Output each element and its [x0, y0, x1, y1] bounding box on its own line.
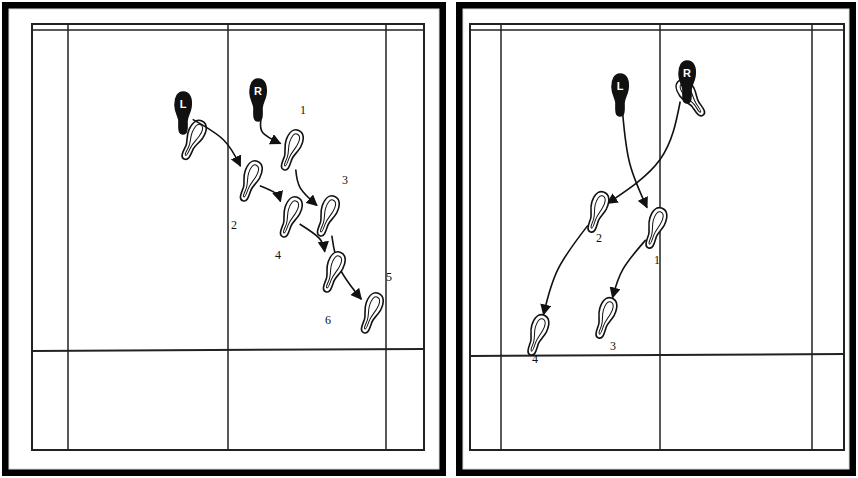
- step-number: 2: [231, 219, 237, 231]
- footprint: R: [677, 60, 697, 104]
- footprint-shape: [280, 195, 300, 239]
- step-arrow: [260, 186, 281, 202]
- footprint: 4: [527, 313, 547, 357]
- footprint-shape: [240, 159, 260, 203]
- court-line: [811, 24, 813, 450]
- court-line: [470, 354, 844, 356]
- footprint: 4: [280, 195, 300, 239]
- footprint-shape: [317, 194, 337, 238]
- foot-letter: L: [180, 99, 187, 110]
- footprint: L: [610, 73, 630, 117]
- foot-letter: L: [617, 81, 624, 92]
- court-outline: [32, 24, 424, 450]
- footprint: 3: [317, 194, 337, 238]
- step-number: 1: [654, 254, 660, 266]
- step-number: 4: [275, 249, 281, 261]
- footprint: 6: [323, 250, 343, 294]
- step-number: 5: [386, 271, 392, 283]
- court-line: [227, 24, 229, 450]
- step-arrow: [193, 119, 241, 166]
- panel-frame: [2, 2, 446, 476]
- step-number: 4: [532, 353, 538, 365]
- footprint: 2: [240, 159, 260, 203]
- foot-letter: R: [254, 86, 262, 97]
- foot-letter: R: [683, 68, 691, 79]
- footprint-shape: [527, 313, 547, 357]
- step-arrow: [613, 240, 646, 298]
- footprint: 3: [595, 296, 615, 340]
- court-line: [500, 24, 502, 450]
- court-line: [32, 349, 424, 351]
- footprint: 1: [645, 206, 665, 250]
- footprint-shape: [645, 206, 665, 250]
- footprint: L: [173, 91, 193, 135]
- step-arrow: [260, 120, 280, 144]
- step-number: 3: [342, 174, 348, 186]
- court-line: [67, 24, 69, 450]
- court-outline: [470, 24, 844, 450]
- footprint: 5: [361, 291, 381, 335]
- footprint-shape: [281, 128, 301, 172]
- step-arrow: [607, 101, 680, 203]
- step-number: 3: [610, 340, 616, 352]
- step-number: 1: [300, 104, 306, 116]
- footprint-shape: [587, 190, 607, 234]
- panel-ground: [9, 9, 439, 469]
- court-line: [385, 24, 387, 450]
- step-number: 6: [325, 314, 331, 326]
- footprint-shape: [595, 296, 615, 340]
- step-arrow: [544, 225, 588, 314]
- footprint: R: [248, 78, 268, 122]
- court-line: [659, 24, 661, 450]
- panel-ground: [463, 9, 849, 469]
- panel-frame: [456, 2, 856, 476]
- step-number: 2: [596, 232, 602, 244]
- step-arrow: [623, 115, 647, 208]
- footprint: 2: [587, 190, 607, 234]
- court-line: [470, 29, 844, 31]
- footprint: 1: [281, 128, 301, 172]
- footprint-shape: [323, 250, 343, 294]
- footprint-shape: [361, 291, 381, 335]
